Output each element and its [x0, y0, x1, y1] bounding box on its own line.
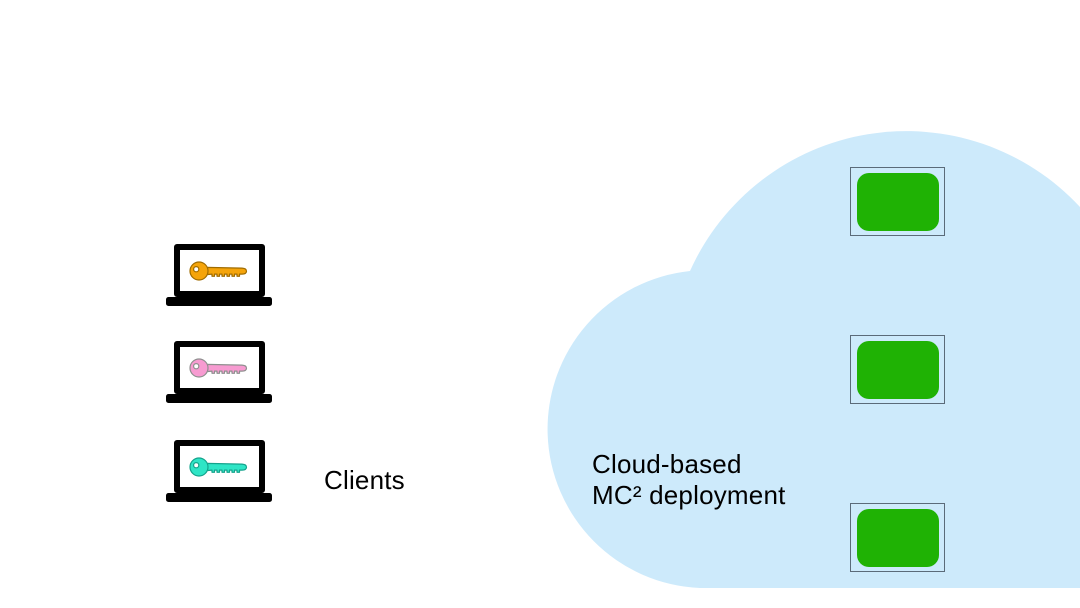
- laptop-screen: [173, 440, 265, 493]
- cloud-path: [547, 131, 1080, 588]
- enclave-chip-1: [856, 172, 939, 231]
- cloud-label-line2: MC² deployment: [592, 480, 786, 510]
- cloud-label-line1: Cloud-based: [592, 449, 742, 479]
- pink-key-icon: [188, 357, 247, 378]
- orange-key-icon: [188, 260, 247, 281]
- teal-key-icon: [188, 456, 247, 477]
- laptop-base: [166, 394, 272, 403]
- clients-label: Clients: [324, 465, 405, 495]
- enclave-chip-2: [856, 340, 939, 399]
- enclave-server-1: [850, 167, 945, 236]
- laptop-screen: [173, 244, 265, 297]
- enclave-chip-3: [856, 508, 939, 567]
- cloud-label: Cloud-based MC² deployment: [592, 449, 786, 511]
- client-laptop-2: [166, 341, 272, 403]
- client-laptop-1: [166, 244, 272, 306]
- client-laptop-3: [166, 440, 272, 502]
- enclave-server-2: [850, 335, 945, 404]
- enclave-server-3: [850, 503, 945, 572]
- laptop-base: [166, 493, 272, 502]
- laptop-screen: [173, 341, 265, 394]
- laptop-base: [166, 297, 272, 306]
